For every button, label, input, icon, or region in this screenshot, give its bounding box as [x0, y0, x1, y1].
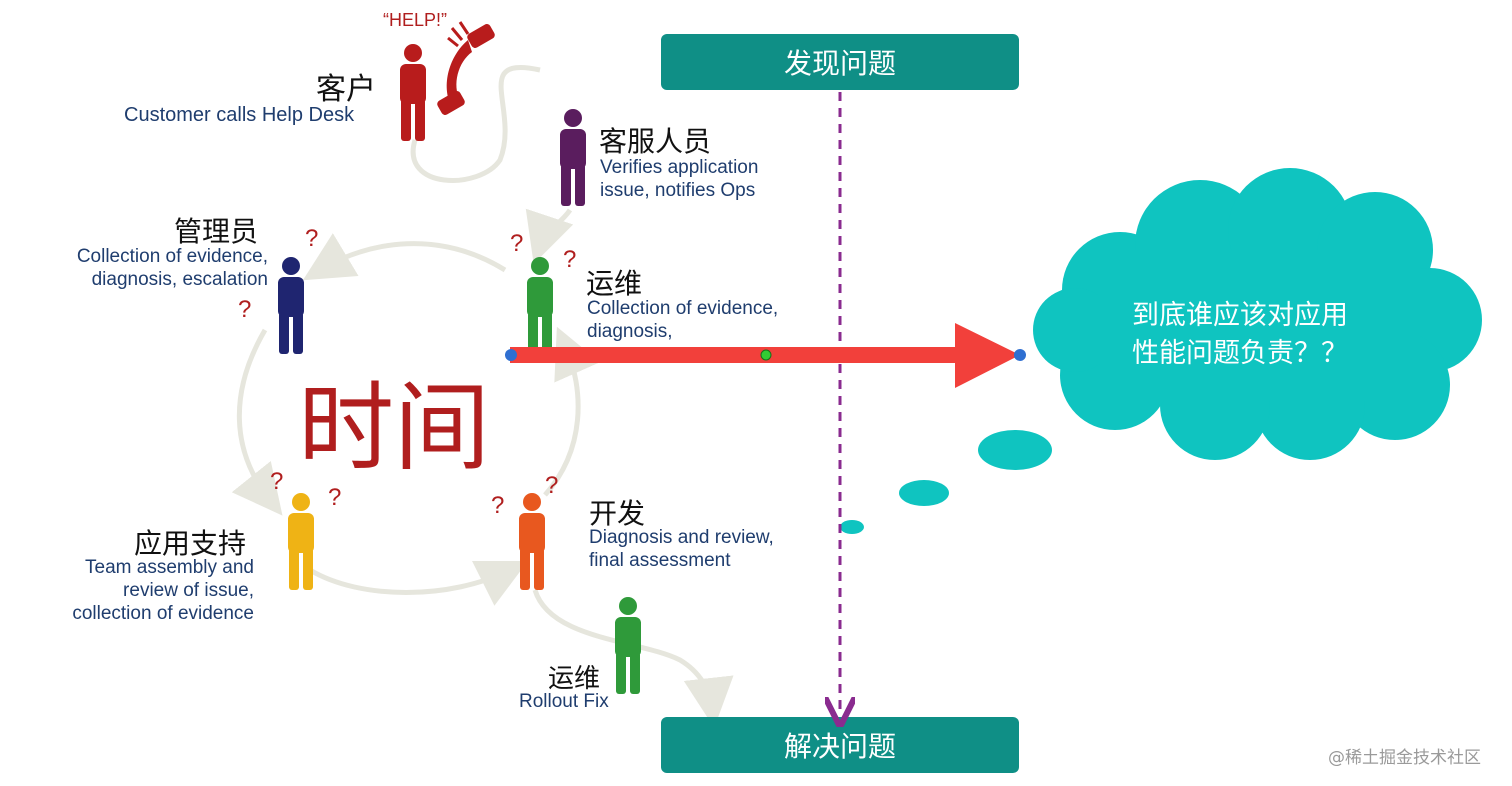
thought-bubble-large	[978, 430, 1052, 470]
ops-desc-line2: diagnosis,	[587, 321, 673, 342]
arrow-mid-handle[interactable]	[760, 349, 772, 361]
admin-desc-line1: Collection of evidence,	[76, 246, 268, 267]
dev-desc-line2: final assessment	[589, 550, 731, 571]
discover-problem-banner: 发现问题	[661, 34, 1019, 90]
service-desc-line1: Verifies application	[600, 157, 759, 178]
customer-title: 客户	[316, 72, 376, 107]
flow-arrow-dev-rollout	[532, 589, 734, 728]
admin-desc-line2: diagnosis, escalation	[91, 269, 268, 290]
appsupport-question-mark-1: ?	[270, 468, 284, 495]
thought-bubble-small	[840, 520, 864, 534]
appsupport-question-mark-2: ?	[328, 484, 342, 511]
admin-question-mark-2: ?	[238, 296, 252, 323]
flow-arrow-customer-service	[410, 65, 541, 183]
time-label: 时间	[298, 372, 490, 484]
ops-desc-line1: Collection of evidence,	[587, 298, 779, 319]
appsupport-desc-line1: Team assembly and	[85, 557, 254, 578]
rollout-title: 运维	[548, 664, 601, 694]
dev-question-mark-1: ?	[491, 492, 505, 519]
thought-cloud	[840, 168, 1482, 534]
appsupport-desc-line2: review of issue,	[123, 580, 254, 601]
dev-desc-line1: Diagnosis and review,	[589, 527, 774, 548]
rollout-desc: Rollout Fix	[519, 691, 609, 712]
phone-icon	[437, 21, 495, 115]
ops-title: 运维	[586, 267, 643, 300]
help-text: “HELP!”	[383, 10, 448, 30]
arrow-end-handle[interactable]	[1014, 349, 1026, 361]
admin-question-mark-1: ?	[305, 225, 319, 252]
arrow-start-handle[interactable]	[505, 349, 517, 361]
thought-bubble-medium	[899, 480, 949, 506]
ops-question-mark-1: ?	[510, 230, 524, 257]
customer-desc: Customer calls Help Desk	[124, 104, 355, 126]
service-desc-line2: issue, notifies Ops	[600, 180, 756, 201]
flow-arrow-admin-support	[231, 328, 283, 516]
flow-arrow-support-dev	[308, 561, 528, 606]
dev-title: 开发	[589, 497, 646, 530]
ops-question-mark-2: ?	[563, 246, 577, 273]
cloud-question-text: 到底谁应该对应用性能问题负责？？	[1132, 300, 1348, 369]
admin-title: 管理员	[174, 215, 259, 248]
flow-arrow-ops-admin	[302, 233, 507, 281]
red-arrow-shaft	[510, 347, 960, 363]
flow-loop	[231, 65, 734, 728]
service-title: 客服人员	[599, 125, 712, 158]
red-arrow-head	[955, 323, 1020, 388]
flow-arrow-service-ops	[525, 208, 574, 264]
watermark: @稀土掘金技术社区	[1328, 748, 1481, 768]
dev-question-mark-2: ?	[545, 472, 559, 499]
appsupport-desc-line3: collection of evidence	[72, 603, 254, 624]
appsupport-title: 应用支持	[134, 527, 247, 560]
